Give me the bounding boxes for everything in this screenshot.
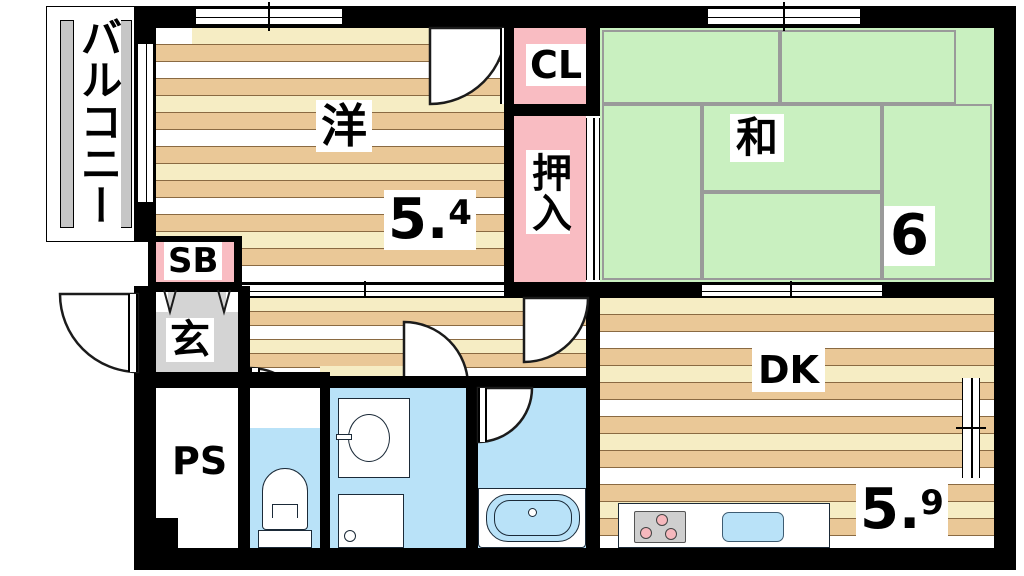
dining-kitchen-size: 5.9 (856, 480, 948, 540)
toilet-fixture-bowl (262, 468, 308, 530)
tatami-mat-3 (602, 104, 702, 280)
wall-washroom-right (466, 376, 478, 548)
dk-size-decimal: 9 (920, 483, 944, 523)
western-room-window-tick (268, 2, 270, 31)
entrance-door-leaf (128, 294, 138, 372)
tatami-mat-5 (702, 192, 882, 280)
tatami-dk-sliding-door[interactable] (702, 284, 882, 297)
stove-burner-2 (640, 527, 652, 539)
wall-genkan-bottom (134, 372, 250, 388)
wall-bathroom-top (478, 376, 590, 388)
genkan-step-arrows (163, 289, 231, 316)
wall-washroom-top (320, 376, 476, 388)
wall-cl-bottom (504, 104, 600, 116)
dk-door-swing[interactable] (522, 296, 590, 364)
stove-burner-3 (665, 528, 677, 540)
western-room-size-value: 5. (388, 187, 449, 252)
bathtub-drain (528, 508, 537, 517)
shoe-box-label: SB (164, 242, 223, 280)
closet-label: CL (526, 44, 587, 86)
entrance-door-swing[interactable] (58, 292, 140, 374)
wash-basin-bowl (348, 414, 390, 462)
western-room-corner-jog (156, 28, 192, 44)
pipe-shaft-notch (134, 518, 178, 570)
oshiire-sliding-door[interactable] (586, 118, 600, 280)
western-room-label: 洋 (316, 100, 372, 152)
genkan-label: 玄 (166, 318, 214, 362)
toilet-fixture-tank (258, 530, 312, 548)
western-room-size: 5.4 (384, 190, 476, 250)
toilet-entry-gap (250, 388, 320, 428)
kitchen-sink[interactable] (722, 512, 784, 542)
western-room-size-decimal: 4 (448, 193, 472, 233)
pipe-shaft-label: PS (168, 440, 232, 482)
dk-size-value: 5. (860, 477, 921, 542)
bathroom-door-leaf (478, 388, 487, 442)
wall-hall-bottom-left (250, 372, 322, 388)
wall-genkan-right (238, 286, 250, 376)
oshiire-label: 押入 (525, 150, 571, 234)
balcony-sliding-door[interactable] (137, 44, 154, 202)
western-room-hall-door-tick (364, 281, 366, 300)
dk-window-tick (956, 427, 986, 429)
tatami-room-size: 6 (884, 206, 935, 266)
wash-basin-faucet (336, 434, 352, 440)
tatami-mat-4 (702, 104, 882, 192)
balcony-label: バルコニー (74, 14, 123, 228)
washing-machine-drain (344, 530, 356, 542)
wall-ps-right (238, 372, 250, 570)
wall-left-lower (134, 286, 156, 570)
dining-kitchen-label: DK (752, 348, 825, 392)
wall-dk-left (586, 298, 600, 548)
toilet-fixture-seat-notch (272, 504, 298, 518)
tatami-dk-door-tick (790, 281, 792, 300)
wall-oshiire-left (504, 116, 514, 286)
tatami-room-label: 和 (730, 114, 785, 162)
wall-cl-left (504, 6, 514, 110)
closet-door-swing[interactable] (428, 26, 508, 106)
wall-right (994, 6, 1016, 570)
wall-cl-right (586, 6, 600, 110)
balcony-railing-left (60, 20, 74, 228)
wall-toilet-right-lower (320, 388, 330, 548)
tatami-mat-2 (780, 30, 956, 104)
bathtub-inner (494, 500, 572, 536)
tatami-mat-1 (602, 30, 780, 104)
stove-burner-1 (656, 514, 668, 526)
tatami-room-window-tick (783, 2, 785, 31)
western-room-hall-sliding-door[interactable] (228, 284, 504, 297)
wall-bottom (134, 548, 1016, 570)
